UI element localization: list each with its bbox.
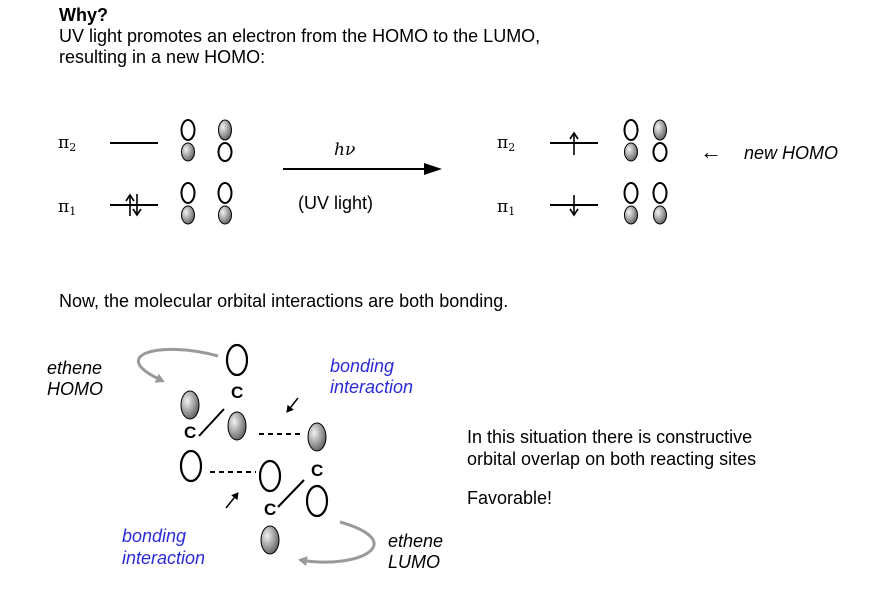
bonding-label-bottom-2: interaction bbox=[122, 548, 206, 568]
explanation-line-2: orbital overlap on both reacting sites bbox=[467, 449, 757, 469]
uv-light-label: (UV light) bbox=[298, 193, 374, 213]
ethene-homo-orbitals bbox=[179, 343, 249, 483]
bonding-label-top-2: interaction bbox=[330, 377, 414, 397]
explanation-line-1: In this situation there is constructive bbox=[467, 427, 753, 447]
pi2-orbital-left bbox=[180, 119, 233, 162]
pointer-arrow-bottom bbox=[225, 492, 239, 509]
pi1-level-right bbox=[550, 195, 598, 217]
ethene-lumo-orbitals bbox=[258, 422, 329, 555]
hv-label: hν bbox=[334, 140, 356, 160]
pi1-level-left bbox=[110, 193, 158, 217]
bonding-label-bottom-1: bonding bbox=[122, 526, 187, 546]
intro-line-2: resulting in a new HOMO: bbox=[59, 47, 266, 67]
carbon-label-bottom: C bbox=[264, 500, 277, 519]
carbon-label-right: C bbox=[311, 461, 324, 480]
pi1-label-left: π1 bbox=[58, 197, 77, 218]
pi1-orbital-right bbox=[623, 182, 668, 225]
bonding-label-top-1: bonding bbox=[330, 356, 395, 376]
reaction-arrow bbox=[283, 163, 442, 175]
ethene-homo-label-1: ethene bbox=[47, 358, 103, 378]
heading: Why? bbox=[59, 5, 108, 25]
new-homo-arrow: ← bbox=[700, 139, 722, 164]
pi1-orbital-left bbox=[180, 182, 233, 225]
new-homo-label: new HOMO bbox=[744, 143, 839, 163]
carbon-label-top: C bbox=[231, 383, 244, 402]
statement: Now, the molecular orbital interactions … bbox=[59, 291, 509, 311]
pi1-label-right: π1 bbox=[497, 197, 516, 218]
carbon-label-left: C bbox=[184, 423, 197, 442]
lumo-curved-arrow bbox=[298, 520, 376, 567]
homo-curved-arrow bbox=[136, 347, 219, 383]
ethene-homo-label-2: HOMO bbox=[47, 379, 103, 399]
ethene-lumo-label-2: LUMO bbox=[388, 552, 441, 572]
intro-line-1: UV light promotes an electron from the H… bbox=[59, 26, 541, 46]
pi2-level-right bbox=[550, 131, 598, 155]
ethene-lumo-label-1: ethene bbox=[388, 531, 444, 551]
verdict: Favorable! bbox=[467, 488, 553, 508]
pi2-label-right: π2 bbox=[497, 133, 516, 154]
pointer-arrow-top bbox=[286, 397, 299, 413]
pi2-label-left: π2 bbox=[58, 133, 77, 154]
pi2-orbital-right bbox=[623, 119, 668, 162]
